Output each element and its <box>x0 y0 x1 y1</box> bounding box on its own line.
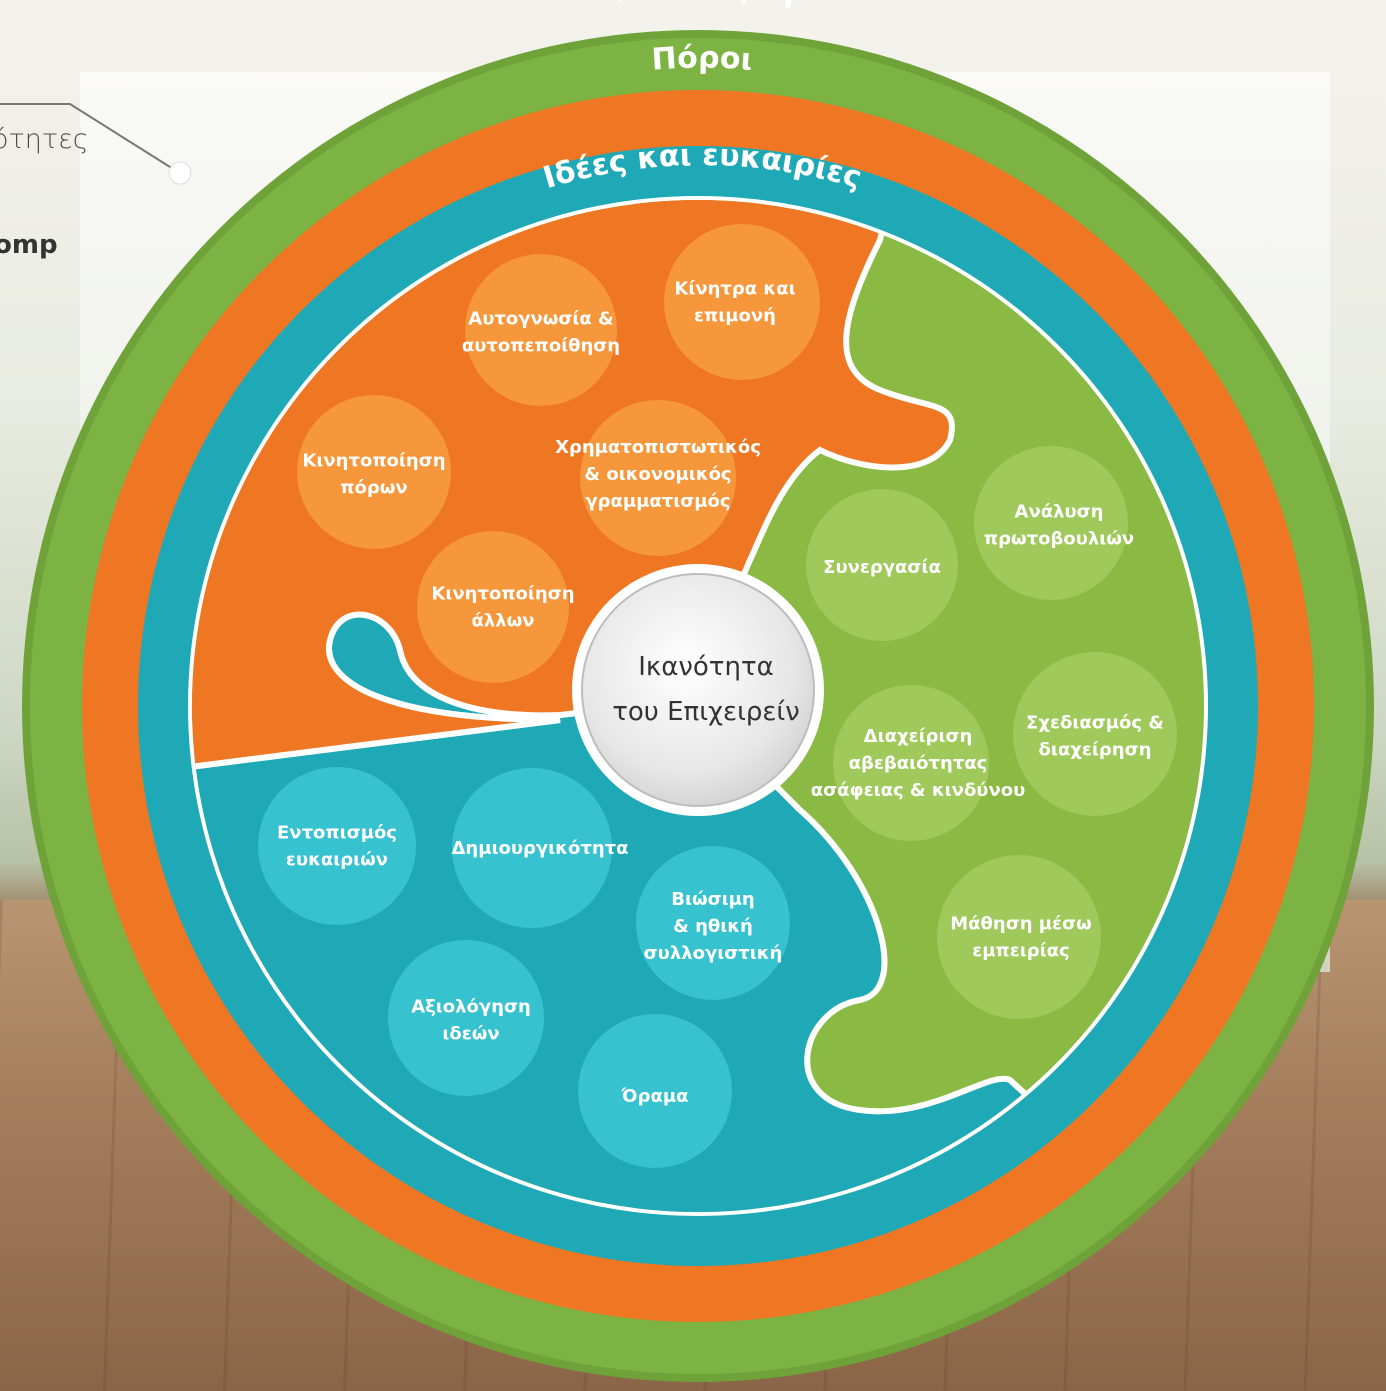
bubble-vision <box>578 1014 732 1168</box>
bubble-ethical-thinking <box>636 846 790 1000</box>
bubble-label: Διαχείριση <box>864 726 973 747</box>
bubble-labels: Αυτογνωσία & αυτοπεποίθηση Κίνητρα και επιμ… <box>277 279 1164 1108</box>
bubble-label: Αυτογνωσία & <box>468 309 613 330</box>
bubble-label: ιδεών <box>442 1024 499 1045</box>
bubble-valuing-ideas <box>388 940 544 1096</box>
center-circle <box>581 573 815 807</box>
bubble-label: Κινητοποίηση <box>431 584 574 605</box>
bubble-label: πρωτοβουλιών <box>984 529 1134 550</box>
leader-line <box>0 103 179 173</box>
bubble-label: ευκαιριών <box>286 850 388 871</box>
side-text-fragment-1: ότητες <box>0 124 89 155</box>
bubble-label: Δημιουργικότητα <box>452 838 629 859</box>
bubble-label: επιμονή <box>694 306 776 327</box>
bubble-coping-with-uncertainty <box>833 685 989 841</box>
bubble-label: εμπειρίας <box>972 941 1069 962</box>
bubble-label: Κινητοποίηση <box>302 451 445 472</box>
bubble-label: Σχεδιασμός & <box>1026 713 1164 734</box>
bubble-label: άλλων <box>471 611 534 632</box>
bubble-label: & οικονομικός <box>584 464 731 485</box>
bubble-label: Κίνητρα και <box>674 279 795 300</box>
bubble-learning-through-experience <box>937 855 1101 1019</box>
center-title-line1: Ικανότητα <box>638 652 773 682</box>
bubble-label: ασάφειας & κινδύνου <box>811 780 1026 801</box>
bubble-spotting-opportunities <box>258 767 416 925</box>
bubble-mobilising-others <box>417 531 569 683</box>
bubble-label: Όραμα <box>621 1086 689 1107</box>
bubble-label: διαχείρηση <box>1039 740 1152 761</box>
bubble-label: Συνεργασία <box>823 557 941 578</box>
bubble-financial-literacy <box>580 400 736 556</box>
bubble-label: & ηθική <box>673 916 753 937</box>
center-title-line2: του Επιχειρείν <box>612 697 800 727</box>
bubble-taking-initiative <box>974 446 1128 600</box>
bubble-label: αβεβαιότητας <box>849 753 988 774</box>
bubble-label: αυτοπεποίθηση <box>462 336 620 357</box>
bubble-motivation <box>664 224 820 380</box>
bubble-creativity <box>452 768 612 928</box>
ring-label-outer: Υλοποίηση <box>606 0 797 10</box>
bubble-label: γραμματισμός <box>585 491 730 512</box>
bubble-label: Εντοπισμός <box>277 823 397 844</box>
bubble-self-awareness <box>465 254 617 406</box>
side-text-fragment-2: omp <box>0 230 58 260</box>
bubble-mobilising-resources <box>297 395 451 549</box>
bubble-label: Ανάλυση <box>1015 502 1104 523</box>
bubble-label: πόρων <box>340 478 407 499</box>
bubble-label: Χρηματοπιστωτικός <box>555 437 761 458</box>
bubble-label: Βιώσιμη <box>671 889 754 910</box>
leader-dot <box>168 161 192 185</box>
ring-label-middle: Πόροι <box>651 41 754 78</box>
bubble-label: Μάθηση μέσω <box>950 914 1092 935</box>
bubble-label: Αξιολόγηση <box>411 997 531 1018</box>
bubble-planning-management <box>1013 652 1177 816</box>
bubble-working-with-others <box>806 489 958 641</box>
bubble-label: συλλογιστική <box>644 943 783 964</box>
